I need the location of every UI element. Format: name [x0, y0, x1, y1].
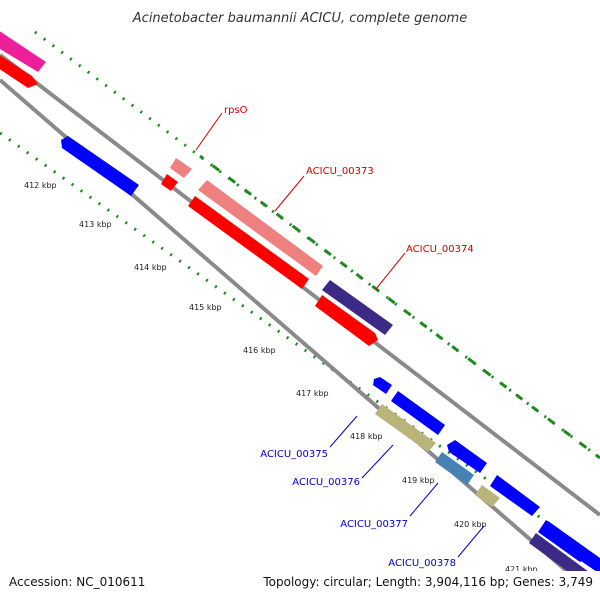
tick-label: 414 kbp	[134, 263, 167, 272]
gene-label-ACICU-00377[interactable]: ACICU_00377	[340, 519, 408, 530]
gene-arrow-ACICU-00376[interactable]	[375, 404, 436, 452]
gene-arrow-blue-left[interactable]	[61, 136, 139, 196]
gene-arrow-rpsO[interactable]	[170, 158, 192, 178]
gene-arrow-navy-bottom[interactable]	[529, 533, 589, 582]
gene-arrow-ACICU-00375[interactable]	[391, 391, 445, 435]
dotted-guides	[0, 30, 600, 562]
gene-arrow-ACICU-00377[interactable]	[435, 452, 474, 485]
tick-label: 412 kbp	[24, 181, 57, 190]
gene-arrow-red-mid[interactable]	[315, 295, 378, 346]
gene-arrow-red-top[interactable]	[0, 52, 38, 88]
bottom-strand-features	[61, 136, 589, 582]
tick-labels: 412 kbp 413 kbp 414 kbp 415 kbp 416 kbp …	[24, 181, 538, 574]
gene-arrow-ACICU-00378[interactable]	[475, 485, 500, 507]
top-strand-features	[0, 28, 600, 574]
callout-leaders	[195, 112, 485, 558]
gene-label-ACICU-00376[interactable]: ACICU_00376	[292, 477, 360, 488]
tick-label: 421 kbp	[505, 565, 538, 574]
gene-arrow-red-small[interactable]	[161, 174, 178, 191]
genome-summary: Topology: circular; Length: 3,904,116 bp…	[262, 575, 593, 589]
leader-ACICU-00376	[361, 444, 394, 479]
gene-arrow-ACICU-00373[interactable]	[198, 180, 323, 276]
map-title: Acinetobacter baumannii ACICU, complete …	[132, 11, 467, 26]
tick-label: 415 kbp	[189, 303, 222, 312]
tick-label: 413 kbp	[79, 220, 112, 229]
leader-ACICU-00378	[457, 525, 485, 558]
tick-label: 418 kbp	[350, 432, 383, 441]
gene-label-ACICU-00375[interactable]: ACICU_00375	[260, 449, 328, 460]
gene-label-ACICU-00373[interactable]: ACICU_00373	[306, 166, 374, 177]
tick-label: 419 kbp	[402, 476, 435, 485]
gene-arrow-blue-small[interactable]	[373, 377, 392, 394]
gene-arrow-blue-right[interactable]	[538, 520, 588, 562]
gene-label-ACICU-00374[interactable]: ACICU_00374	[406, 244, 474, 255]
gene-arrow-red-long[interactable]	[188, 196, 309, 289]
guide-line-upper	[34, 30, 600, 460]
leader-ACICU-00375	[329, 415, 358, 448]
guide-line-lower	[0, 131, 600, 562]
accession-label: Accession: NC_010611	[9, 575, 145, 589]
gene-label-rpsO[interactable]: rpsO	[224, 105, 248, 116]
gene-arrow-blue-top-1[interactable]	[447, 440, 487, 473]
gene-labels: rpsO ACICU_00373 ACICU_00374 ACICU_00375…	[224, 105, 474, 569]
tick-label: 420 kbp	[454, 520, 487, 529]
gene-arrow-blue-top-2[interactable]	[490, 475, 540, 516]
leader-ACICU-00377	[409, 482, 439, 517]
leader-ACICU-00373	[274, 175, 305, 212]
genome-backbone	[0, 53, 600, 600]
leader-ACICU-00374	[375, 252, 406, 290]
footer-background	[0, 571, 600, 600]
gene-label-ACICU-00378[interactable]: ACICU_00378	[388, 558, 456, 569]
tick-label: 416 kbp	[243, 346, 276, 355]
tick-label: 417 kbp	[296, 389, 329, 398]
guide-line-upper-dashed	[199, 154, 600, 460]
gene-arrow-ACICU-00374[interactable]	[322, 280, 393, 335]
gene-arrow-magenta[interactable]	[0, 28, 46, 72]
leader-rpsO	[195, 112, 223, 151]
